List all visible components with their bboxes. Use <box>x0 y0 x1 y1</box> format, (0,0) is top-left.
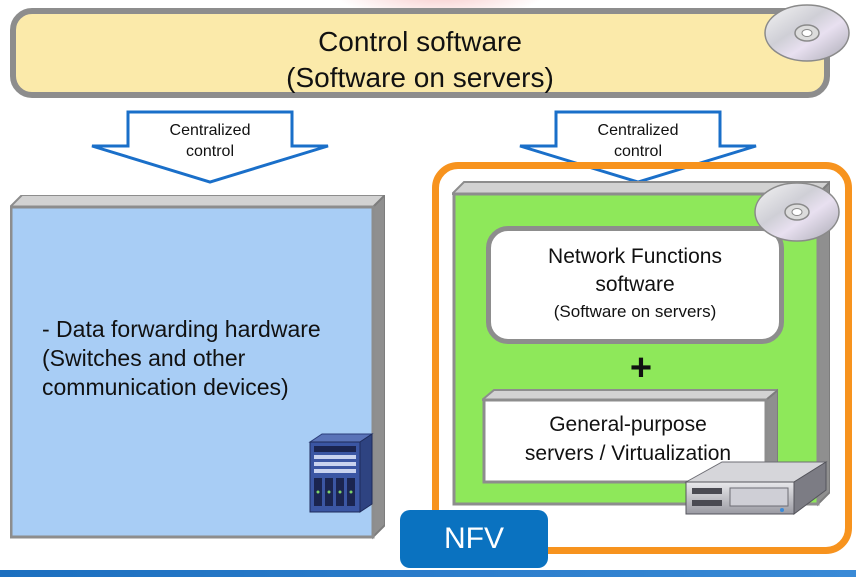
nf-box-line-1: Network Functions <box>548 245 722 268</box>
network-functions-software-box: Network Functions software (Software on … <box>486 226 784 344</box>
nf-box-line-2: software <box>595 273 675 296</box>
nfv-badge: NFV <box>400 510 548 568</box>
general-purpose-servers-box: General-purpose servers / Virtualization <box>488 400 768 476</box>
nf-box-line-3: (Software on servers) <box>553 302 717 321</box>
centralized-control-arrow-left: Centralized control <box>90 110 330 190</box>
data-forwarding-hardware-box: - Data forwarding hardware (Switches and… <box>10 195 385 540</box>
arrow-right-label-1: Centralized <box>597 122 679 139</box>
left-box-line-3: communication devices) <box>42 374 289 400</box>
nfv-frame <box>432 162 852 554</box>
gp-box-line-2: servers / Virtualization <box>524 442 732 465</box>
plus-sign: + <box>629 347 653 389</box>
control-software-subtitle: (Software on servers) <box>286 62 554 93</box>
rack-server-icon <box>684 461 828 515</box>
arrow-left-label-2: control <box>185 143 235 160</box>
control-software-title: Control software <box>318 26 522 57</box>
arrow-right-label-2: control <box>613 143 663 160</box>
cd-disc-icon <box>754 182 840 242</box>
cd-disc-icon <box>764 4 850 62</box>
left-box-line-1: - Data forwarding hardware <box>42 316 321 342</box>
control-software-box: Control software (Software on servers) <box>10 8 830 98</box>
left-box-line-2: (Switches and other <box>42 345 246 371</box>
arrow-left-label-1: Centralized <box>169 122 251 139</box>
gp-box-line-1: General-purpose <box>549 413 707 436</box>
network-switch-icon <box>308 433 374 513</box>
bottom-bar <box>0 570 856 577</box>
